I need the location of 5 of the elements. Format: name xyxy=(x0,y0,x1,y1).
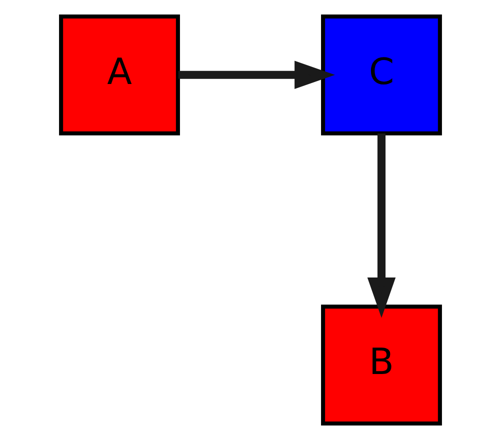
node-box: A xyxy=(58,14,180,136)
arrow xyxy=(178,60,334,90)
node-box: C xyxy=(320,14,442,136)
node-box: B xyxy=(320,304,442,426)
arrow xyxy=(366,133,396,318)
